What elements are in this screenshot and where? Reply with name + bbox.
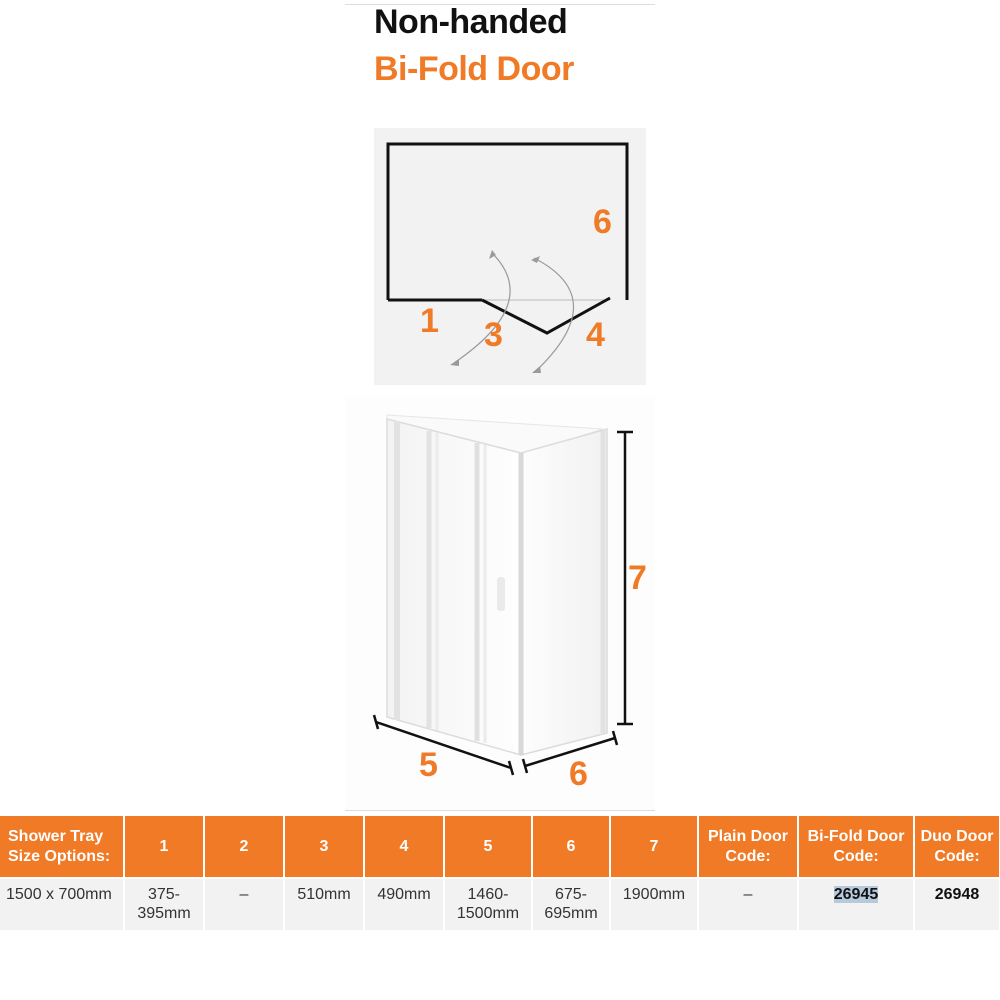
cell-dim-7: 1900mm (610, 877, 699, 930)
header-dim-2: 2 (204, 816, 285, 878)
cell-bifold-door-code[interactable]: 26945 (798, 877, 915, 930)
bifold-code-highlight[interactable]: 26945 (833, 886, 879, 903)
elevation-drawing (372, 414, 633, 776)
specification-table: Shower Tray Size Options: 1 2 3 4 5 6 7 … (0, 816, 1000, 930)
dim-6-line (524, 736, 616, 768)
header-dim-5: 5 (444, 816, 533, 878)
page-subtitle: Bi-Fold Door (374, 50, 574, 88)
side-panel (520, 428, 608, 756)
header-dim-1: 1 (124, 816, 205, 878)
cell-dim-2: – (204, 877, 285, 930)
bottom-divider (345, 810, 655, 811)
top-divider (345, 4, 655, 5)
elevation-label-5: 5 (419, 746, 438, 784)
header-dim-7: 7 (610, 816, 699, 878)
cell-dim-4: 490mm (364, 877, 445, 930)
cell-plain-door-code: – (698, 877, 799, 930)
dim-5-cap-right (507, 760, 515, 776)
plan-label-3: 3 (484, 316, 503, 354)
enclosure-outline (386, 142, 629, 300)
cell-duo-door-code[interactable]: 26948 (914, 877, 1000, 930)
arrow-head-right-bottom (532, 366, 541, 373)
header-duo-door-code: Duo Door Code: (914, 816, 1000, 878)
header-tray-size: Shower Tray Size Options: (0, 816, 125, 878)
plan-view-drawing (386, 142, 629, 373)
cell-dim-3: 510mm (284, 877, 365, 930)
plan-label-6: 6 (593, 203, 612, 241)
plan-label-4: 4 (586, 316, 605, 354)
dim-5-cap-left (372, 714, 380, 730)
elevation-label-7: 7 (628, 559, 647, 597)
header-bifold-door-code: Bi-Fold Door Code: (798, 816, 915, 878)
plan-label-1: 1 (420, 302, 439, 340)
header-dim-3: 3 (284, 816, 365, 878)
plan-view-diagram: 6 1 3 4 (374, 128, 646, 385)
page-title: Non-handed (374, 3, 568, 41)
cell-dim-6: 675-695mm (532, 877, 611, 930)
arrow-head-right-top (531, 256, 540, 263)
dim-5-line (375, 720, 512, 770)
table-header-row: Shower Tray Size Options: 1 2 3 4 5 6 7 … (0, 816, 1000, 878)
arrow-head-left-bottom (450, 359, 459, 366)
dim-6-cap-right (611, 730, 619, 746)
door-handle (497, 577, 505, 611)
swing-arc-right (533, 257, 574, 372)
header-plain-door-code: Plain Door Code: (698, 816, 799, 878)
cell-tray-size: 1500 x 700mm (0, 877, 125, 930)
swing-arc-left (453, 252, 511, 364)
header-dim-6: 6 (532, 816, 611, 878)
elevation-label-6: 6 (569, 755, 588, 793)
bifold-door-line (481, 296, 611, 335)
cell-dim-1: 375-395mm (124, 877, 205, 930)
elevation-diagram: 7 5 6 (345, 395, 655, 810)
dim-6-cap-left (521, 758, 529, 774)
arrow-head-left-top (489, 250, 496, 259)
cell-dim-5: 1460-1500mm (444, 877, 533, 930)
header-dim-4: 4 (364, 816, 445, 878)
table-row: 1500 x 700mm 375-395mm – 510mm 490mm 146… (0, 877, 1000, 930)
